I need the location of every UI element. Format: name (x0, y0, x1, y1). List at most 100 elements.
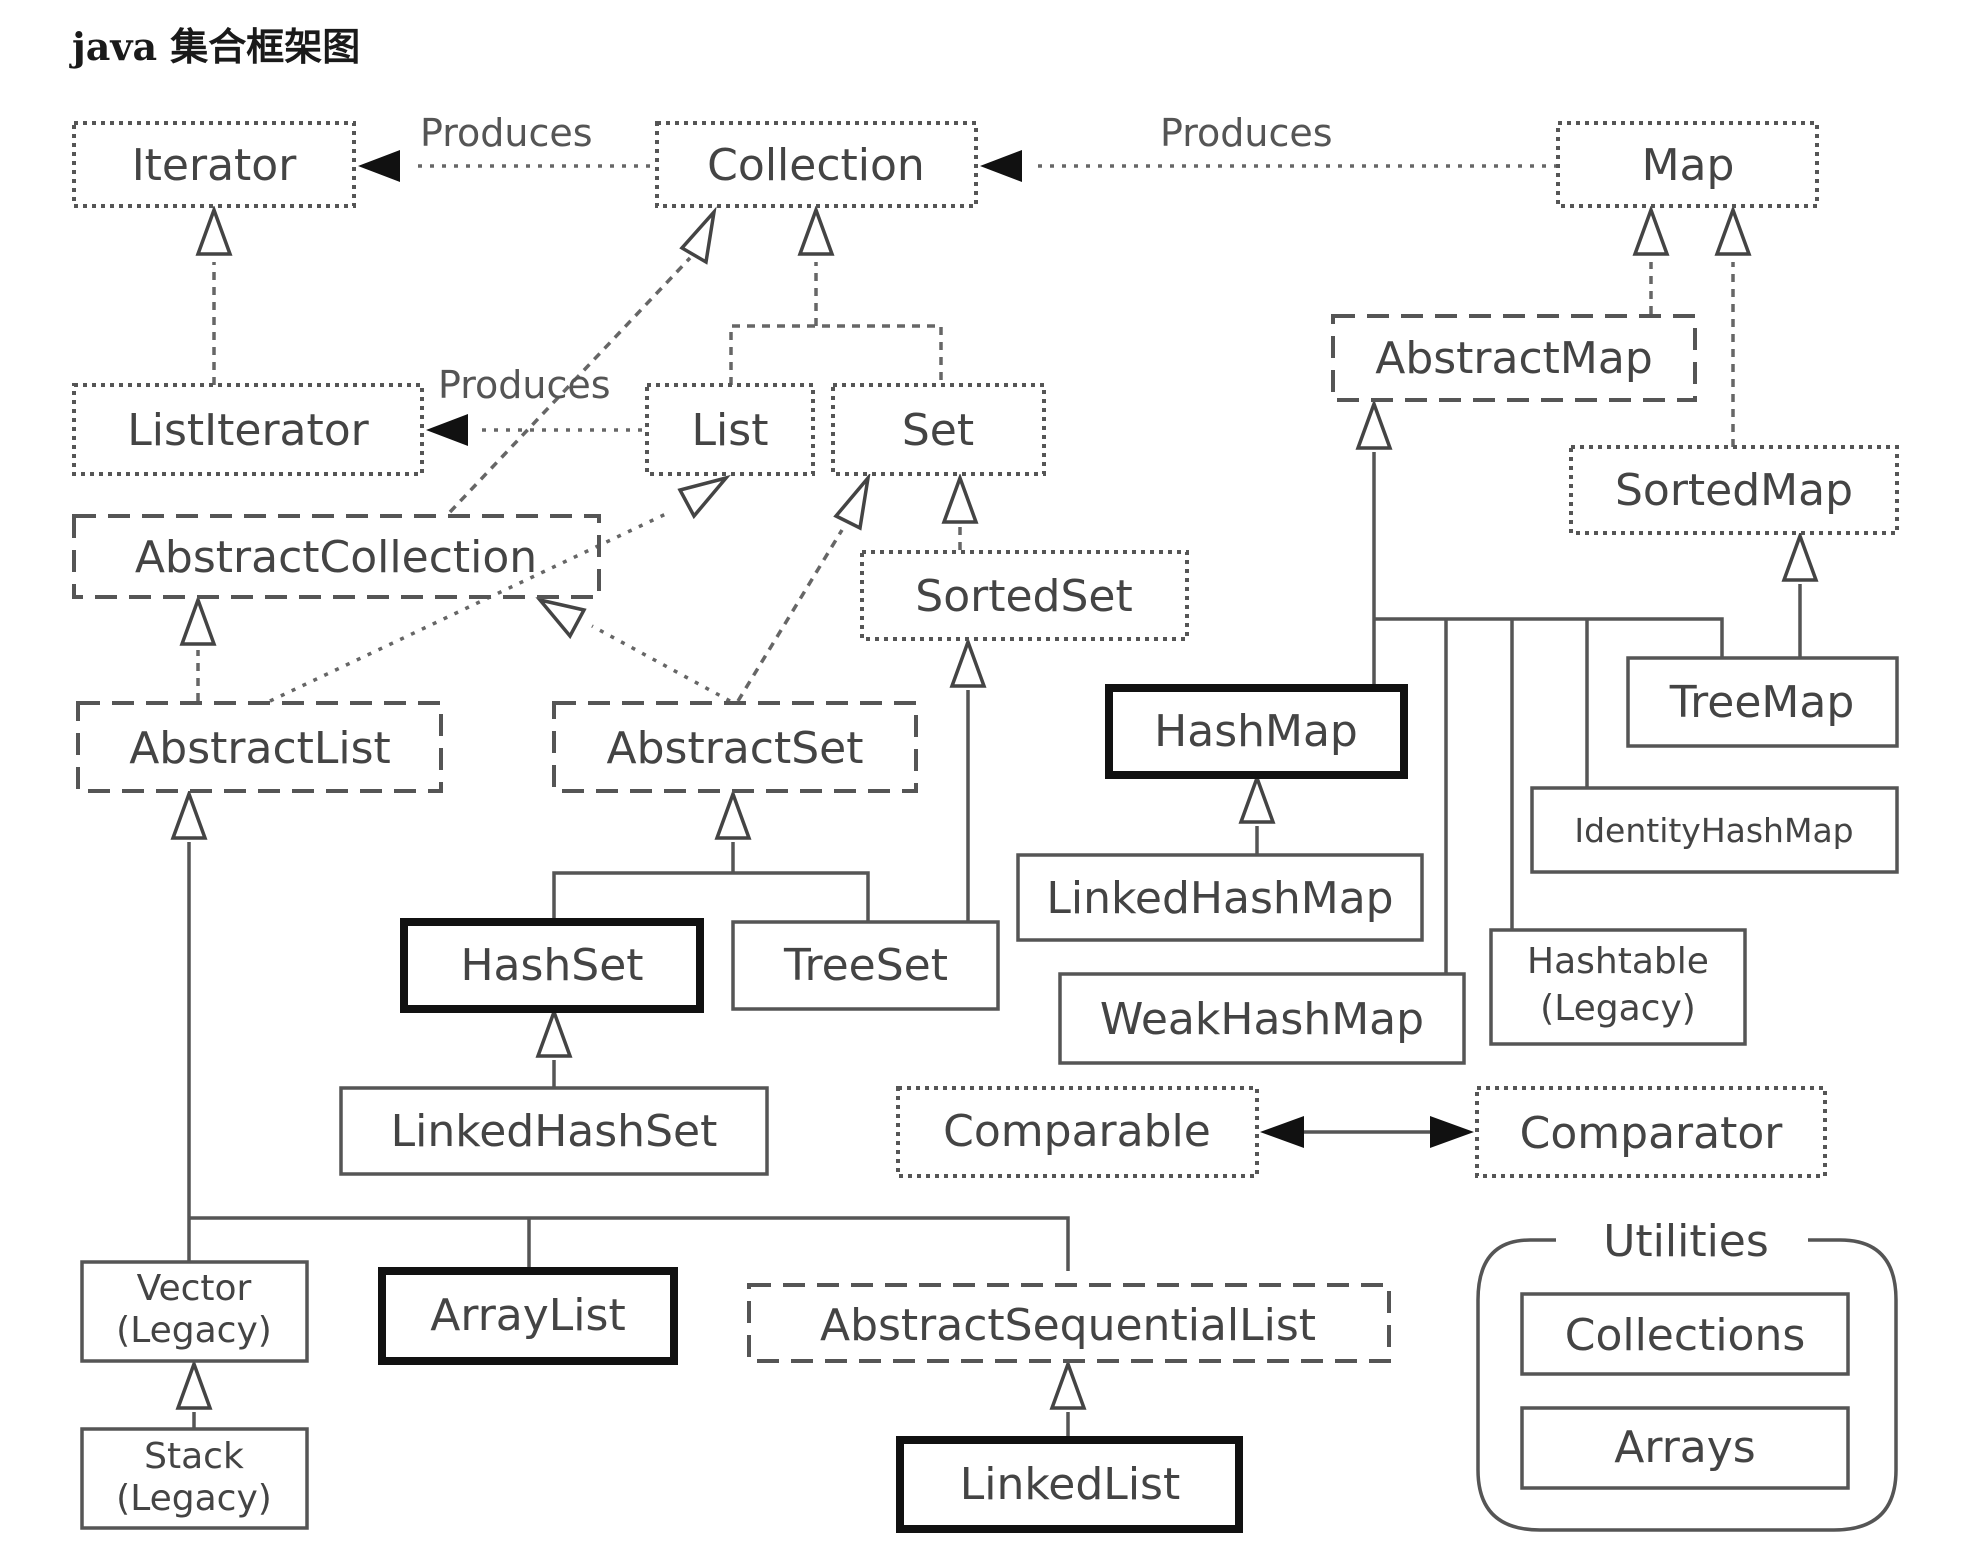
inherit-arrow-set (833, 472, 871, 531)
node-list[interactable]: List (645, 383, 815, 476)
node-abstractmap[interactable]: AbstractMap (1331, 314, 1697, 402)
edge-map-bus (1374, 617, 1724, 658)
node-weakhashmap[interactable]: WeakHashMap (1058, 972, 1466, 1065)
node-treemap[interactable]: TreeMap (1626, 656, 1899, 748)
edge-list-set-bracket (729, 324, 943, 385)
edge-list-bus (189, 1216, 1070, 1271)
node-arraylist[interactable]: ArrayList (378, 1267, 678, 1365)
inherit-arrow-list (677, 474, 731, 520)
node-label: Map (1642, 140, 1735, 191)
inherit-arrow-hashset (535, 1006, 573, 1058)
inherit-arrow-set-sorted (941, 472, 979, 524)
node-sublabel: (Legacy) (116, 1310, 272, 1351)
utilities-title: Utilities (1603, 1216, 1769, 1267)
node-label: TreeSet (783, 940, 948, 991)
utility-collections[interactable]: Collections (1520, 1292, 1850, 1376)
node-sortedmap[interactable]: SortedMap (1569, 445, 1899, 535)
node-vector[interactable]: Vector (Legacy) (80, 1260, 309, 1363)
node-label: Hashtable (1527, 941, 1709, 982)
inherit-arrow-vector (175, 1358, 213, 1410)
node-map[interactable]: Map (1556, 121, 1819, 208)
node-stack[interactable]: Stack (Legacy) (80, 1427, 309, 1530)
node-label: SortedSet (915, 571, 1132, 622)
node-sublabel: (Legacy) (116, 1478, 272, 1519)
node-label: Set (902, 405, 974, 456)
node-label: LinkedList (960, 1459, 1180, 1510)
node-label: Iterator (132, 140, 298, 191)
inherit-arrow-hashmap (1238, 772, 1276, 824)
node-comparator[interactable]: Comparator (1475, 1086, 1827, 1178)
inherit-arrow-sortedset (949, 636, 987, 688)
node-label: Stack (144, 1436, 244, 1477)
node-listiterator[interactable]: ListIterator (72, 383, 424, 476)
node-label: AbstractSet (607, 723, 864, 774)
node-label: Comparable (943, 1106, 1211, 1157)
node-linkedhashmap[interactable]: LinkedHashMap (1016, 853, 1424, 942)
utility-arrays[interactable]: Arrays (1520, 1406, 1850, 1490)
edge-abstractlist-list (269, 510, 671, 703)
inherit-arrow-map-1 (1632, 204, 1670, 256)
node-label: HashSet (460, 940, 643, 991)
node-sortedset[interactable]: SortedSet (860, 550, 1189, 641)
node-label: Vector (137, 1268, 252, 1309)
node-label: WeakHashMap (1100, 994, 1424, 1045)
node-linkedhashset[interactable]: LinkedHashSet (339, 1086, 769, 1176)
node-abstractsequentiallist[interactable]: AbstractSequentialList (747, 1283, 1391, 1363)
produces-label-3: Produces (438, 363, 611, 407)
node-abstractset[interactable]: AbstractSet (552, 701, 918, 793)
node-label: AbstractList (129, 723, 391, 774)
node-label: HashMap (1154, 706, 1358, 757)
node-set[interactable]: Set (831, 383, 1046, 476)
utility-label: Collections (1565, 1310, 1806, 1361)
edge-abstractcollection-collection (448, 256, 692, 514)
inherit-arrow-map-2 (1714, 204, 1752, 256)
arrowhead-comparator (1430, 1116, 1474, 1148)
diagram-title: java 集合框架图 (69, 24, 360, 69)
utility-label: Arrays (1614, 1422, 1755, 1473)
inherit-arrow-collection-diag (679, 206, 717, 265)
node-hashmap[interactable]: HashMap (1105, 684, 1408, 779)
produces-arrowhead-listiterator (426, 414, 468, 446)
inherit-arrow-abstractmap (1355, 398, 1393, 450)
node-label: LinkedHashSet (391, 1106, 718, 1157)
inherit-arrow-abstractcollection-diag (535, 597, 587, 640)
utilities-frame (1476, 1238, 1898, 1532)
inherit-arrow-abstractsequentiallist (1049, 1358, 1087, 1410)
node-collection[interactable]: Collection (655, 121, 978, 208)
node-label: Comparator (1520, 1108, 1784, 1159)
node-label: SortedMap (1615, 465, 1853, 516)
produces-arrowhead-collection (980, 150, 1022, 182)
node-label: ArrayList (430, 1290, 625, 1341)
node-label: ListIterator (127, 405, 369, 456)
node-label: IdentityHashMap (1574, 811, 1853, 850)
produces-arrowhead-iterator (358, 150, 400, 182)
connectors (170, 150, 1819, 1440)
node-comparable[interactable]: Comparable (896, 1086, 1259, 1178)
node-iterator[interactable]: Iterator (72, 121, 356, 208)
inherit-arrow-abstractset (714, 788, 752, 840)
node-label: AbstractSequentialList (820, 1300, 1316, 1351)
node-label: List (692, 405, 769, 456)
node-hashtable[interactable]: Hashtable (Legacy) (1489, 928, 1747, 1046)
node-linkedlist[interactable]: LinkedList (896, 1436, 1243, 1533)
node-label: LinkedHashMap (1046, 873, 1393, 924)
utilities-group: Utilities Collections Arrays (1476, 1216, 1898, 1532)
inherit-arrow-abstractlist (170, 788, 208, 840)
inherit-arrow-sortedmap (1781, 530, 1819, 582)
inherit-arrow-abstractcollection (179, 594, 217, 646)
node-sublabel: (Legacy) (1540, 988, 1696, 1029)
node-label: Collection (707, 140, 925, 191)
edge-abstractset-set (736, 529, 844, 702)
produces-label-1: Produces (420, 111, 593, 155)
edge-abstractset-abstractcollection (591, 624, 731, 703)
inherit-arrow-collection (797, 204, 835, 256)
node-hashset[interactable]: HashSet (400, 918, 704, 1013)
node-abstractlist[interactable]: AbstractList (76, 701, 443, 793)
node-abstractcollection[interactable]: AbstractCollection (72, 514, 601, 599)
arrowhead-comparable (1260, 1116, 1304, 1148)
produces-label-2: Produces (1160, 111, 1333, 155)
edge-set-bus (552, 871, 870, 922)
node-treeset[interactable]: TreeSet (731, 920, 1000, 1011)
node-identityhashmap[interactable]: IdentityHashMap (1530, 786, 1899, 874)
